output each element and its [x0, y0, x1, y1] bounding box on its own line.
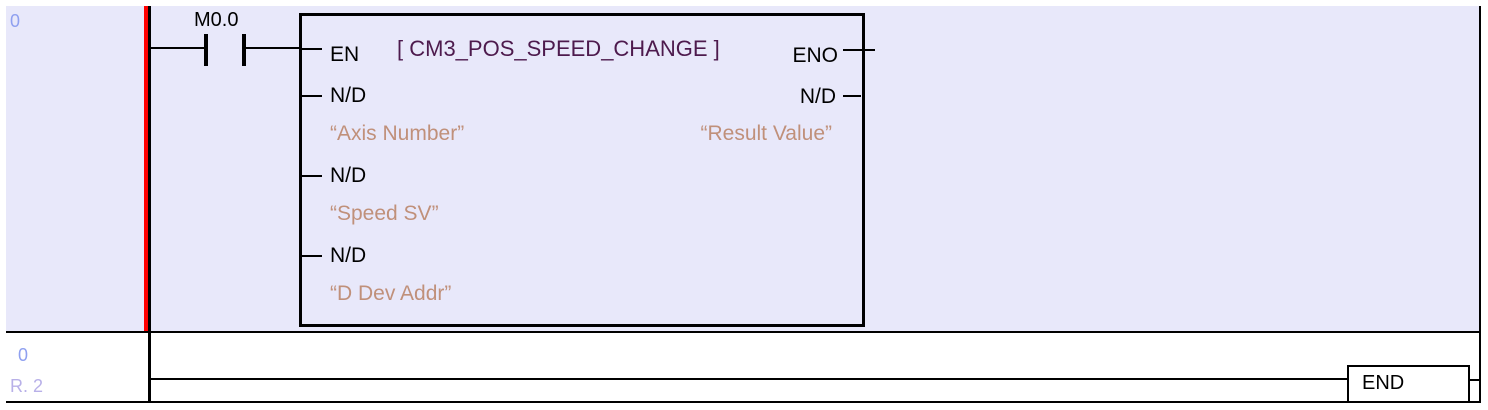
contact-address: M0.0	[194, 9, 239, 31]
rung-label: R. 2	[10, 376, 44, 396]
function-block-title: [ CM3_POS_SPEED_CHANGE ]	[397, 36, 720, 61]
left-power-rail	[148, 6, 151, 403]
rung-divider	[6, 331, 1481, 333]
input-comment-3: “D Dev Addr”	[330, 282, 452, 305]
output-pin-1[interactable]: N/D	[799, 85, 836, 108]
step-number: 0	[18, 345, 29, 365]
output-comment-1: “Result Value”	[700, 122, 833, 145]
input-pin-en: EN	[330, 43, 360, 66]
wire	[1468, 379, 1480, 381]
input-comment-1: “Axis Number”	[330, 122, 465, 145]
pin-wire	[300, 255, 322, 257]
wire	[151, 47, 205, 49]
end-label: END	[1362, 372, 1405, 394]
pin-wire	[843, 95, 861, 97]
input-pin-3[interactable]: N/D	[330, 244, 367, 267]
rung-0[interactable]	[6, 6, 1481, 332]
pin-wire	[300, 48, 322, 50]
step-number: 0	[10, 11, 21, 31]
wire	[246, 47, 300, 49]
pin-wire	[300, 95, 322, 97]
input-pin-2[interactable]: N/D	[330, 164, 367, 187]
end-instruction[interactable]	[1347, 365, 1470, 403]
input-comment-2: “Speed SV”	[330, 202, 439, 225]
wire	[151, 378, 1348, 380]
function-block[interactable]	[299, 13, 865, 327]
pin-wire	[300, 175, 322, 177]
bottom-border	[6, 401, 1481, 403]
contact-no-icon[interactable]	[204, 34, 246, 66]
pin-wire	[843, 49, 875, 51]
output-pin-eno: ENO	[792, 44, 838, 67]
input-pin-1[interactable]: N/D	[330, 84, 367, 107]
power-rail-active	[144, 6, 148, 332]
right-border	[1479, 6, 1481, 403]
